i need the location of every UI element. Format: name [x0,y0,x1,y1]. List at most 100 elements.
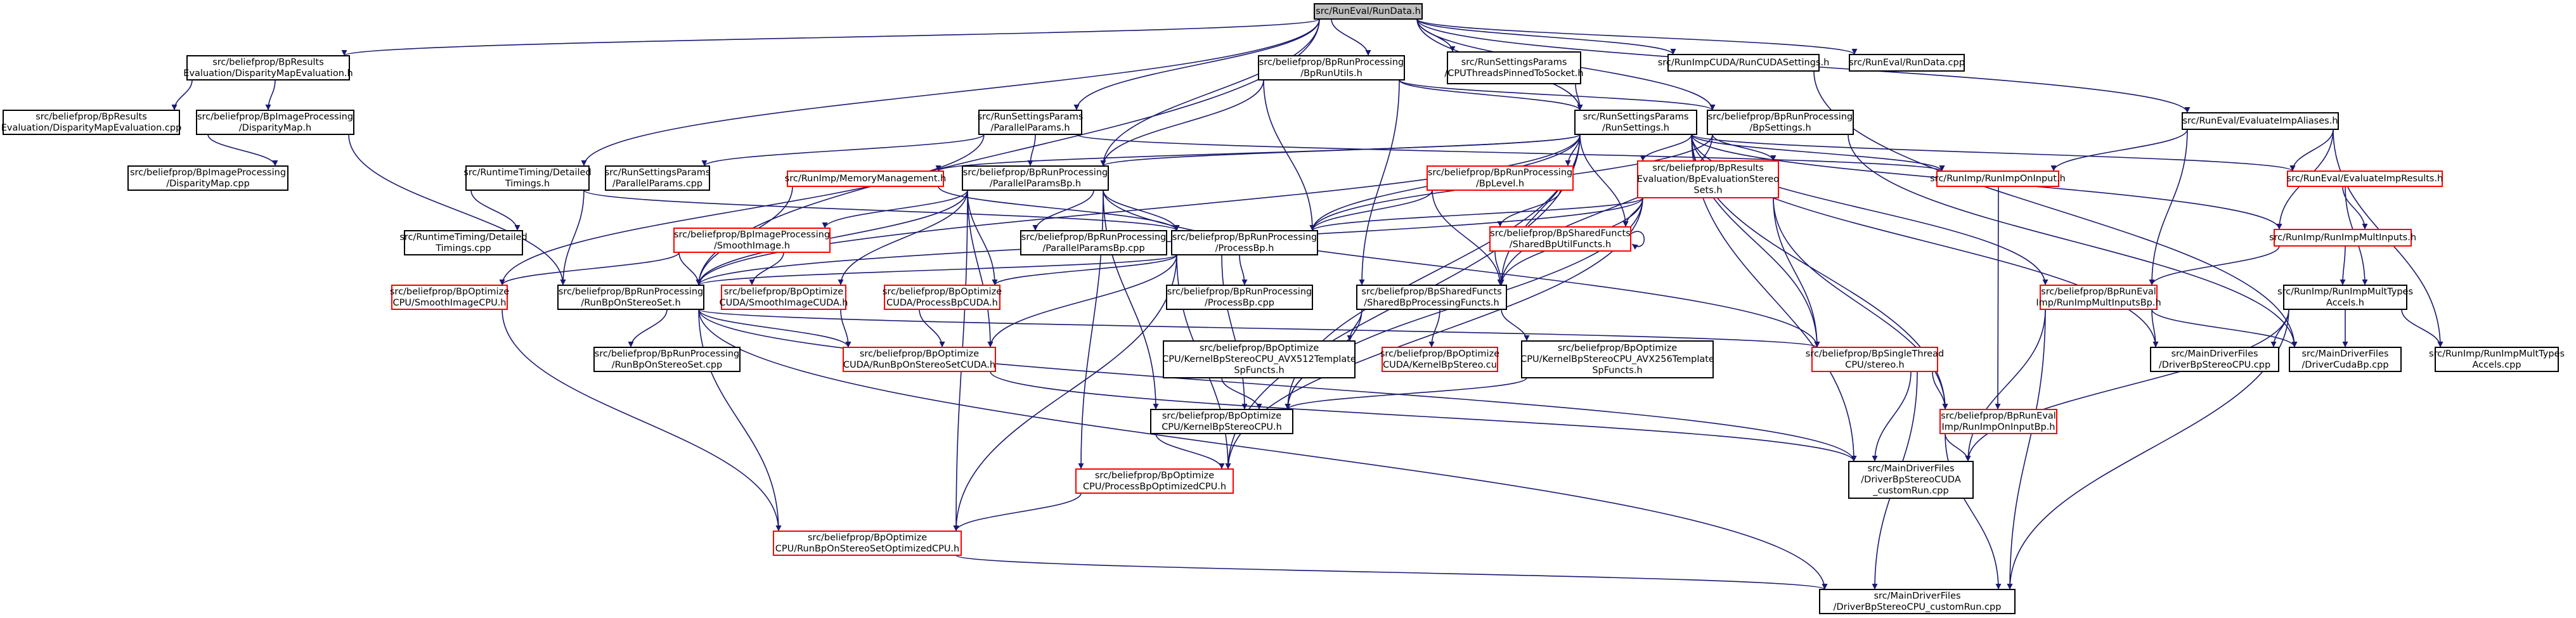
node-label-line: /RunBpOnStereoSet.cpp [612,360,723,370]
node-label-line: Imp/RunImpOnInputBp.h [1942,422,2055,432]
node-main_driver_cuda_cpp[interactable]: src/MainDriverFiles/DriverCudaBp.cpp [2289,347,2402,372]
edge-runset_parallel_h-to-runimp_input_h [1076,134,1945,172]
edge-bpshared_util_h-to-bpshared_util_h [1630,231,1645,250]
node-bpimg_disp_cpp[interactable]: src/beliefprop/BpImageProcessing/Dispari… [127,165,288,191]
node-bpres_stereo_h[interactable]: src/beliefprop/BpResultsEvaluation/BpEva… [1637,160,1779,198]
node-box [391,285,508,310]
node-bprunproc_onstereo_cpp[interactable]: src/beliefprop/BpRunProcessing/RunBpOnSt… [593,347,741,372]
node-box [196,110,354,135]
node-label-line: src/beliefprop/BpImageProcessing [674,229,830,240]
node-box [1939,409,2057,434]
node-bprunproc_onstereo_h[interactable]: src/beliefprop/BpRunProcessing/RunBpOnSt… [557,285,704,310]
node-runimp_multinputs_h[interactable]: src/RunImp/RunImpMultInputs.h [2269,229,2416,247]
edge-bprunimp_multinputsbp_h-to-main_driver_cuda_custom_cpp [1965,309,2046,462]
node-box [2289,347,2402,372]
node-runset_runsettings_h[interactable]: src/RunSettingsParams/RunSettings.h [1574,110,1697,135]
node-box [1848,461,1974,499]
edge-runimp_multtypes_h-to-runimp_multtypes_cpp [2401,309,2443,348]
node-bpshared_processing_h[interactable]: src/beliefprop/BpSharedFuncts/SharedBpPr… [1356,285,1507,310]
node-root[interactable]: src/RunEval/RunData.h [1314,3,1423,20]
node-box [2040,285,2158,310]
node-label-line: /RunBpOnStereoSet.h [581,298,680,308]
node-runimp_memory_h[interactable]: src/RunImp/MemoryManagement.h [785,171,947,187]
node-bpopt_smooth_cpu_h[interactable]: src/beliefprop/BpOptimizeCPU/SmoothImage… [390,285,509,310]
node-bprunproc_parallel_cpp[interactable]: src/beliefprop/BpRunProcessing/ParallelP… [1020,230,1167,255]
edge-runimp_multinputs_h-to-runimp_multtypes_h [2340,245,2346,286]
node-bpres_disp_cpp[interactable]: src/beliefprop/BpResultsEvaluation/Dispa… [1,110,182,135]
edge-root-to-runtime_detailed_h [581,18,1320,167]
edge-bpimg_smooth_h-to-bpopt_smooth_cpu_h [499,252,680,286]
node-label-line: /DisparityMap.cpp [166,179,250,189]
node-bpopt_kernel_cu[interactable]: src/beliefprop/BpOptimizeCUDA/KernelBpSt… [1380,347,1499,372]
node-box [1075,468,1234,494]
edge-bpimg_disp_h-to-bprunproc_onstereo_h [348,134,566,286]
node-bprunimp_oninputbp_h[interactable]: src/beliefprop/BpRunEvalImp/RunImpOnInpu… [1939,409,2057,434]
node-bpopt_process_cuda_h[interactable]: src/beliefprop/BpOptimizeCUDA/ProcessBpC… [883,285,1002,310]
edge-runimp_multinputs_h-to-bprunimp_multinputsbp_h [2149,245,2280,286]
node-main_driver_cpu_custom_cpp[interactable]: src/MainDriverFiles/DriverBpStereoCPU_cu… [1819,589,2016,614]
node-bprunproc_parallel_h[interactable]: src/beliefprop/BpRunProcessing/ParallelP… [962,165,1109,191]
node-bprunproc_processbp_h[interactable]: src/beliefprop/BpRunProcessing/ProcessBp… [1171,230,1318,255]
node-label-line: src/beliefprop/BpOptimize [860,349,979,359]
edge-root-to-rundata_cpp [1416,18,1858,55]
node-bpopt_kernel_cpu_h[interactable]: src/beliefprop/BpOptimizeCPU/KernelBpSte… [1150,409,1293,434]
node-main_driver_cpu_cpp[interactable]: src/MainDriverFiles/DriverBpStereoCPU.cp… [2150,347,2279,372]
edge-root-to-runset_parallel_h [1073,18,1320,111]
node-bprunproc_processbp_cpp[interactable]: src/beliefprop/BpRunProcessing/ProcessBp… [1166,285,1313,310]
node-runeval_aliases_h[interactable]: src/RunEval/EvaluateImpAliases.h [2182,112,2339,130]
node-box [1811,347,1938,372]
node-label-line: /DriverBpStereoCUDA [1861,475,1961,485]
edge-bpopt_onstereo_opt_cpu_h-to-main_driver_cpu_custom_cpp [955,555,1827,590]
node-bprunproc_utils_h[interactable]: src/beliefprop/BpRunProcessing/BpRunUtil… [1258,55,1405,80]
node-bpopt_onstereo_opt_cpu_h[interactable]: src/beliefprop/BpOptimizeCPU/RunBpOnSter… [773,531,962,556]
node-box [404,230,523,255]
edge-bpimg_smooth_h-to-bprunproc_onstereo_h [678,252,702,286]
node-label-line: CPU/RunBpOnStereoSetOptimizedCPU.h [775,544,959,554]
node-bprunproc_bplevel_h[interactable]: src/beliefprop/BpRunProcessing/BpLevel.h [1427,165,1574,191]
node-bpopt_kernel_avx512_h[interactable]: src/beliefprop/BpOptimizeCPU/KernelBpSte… [1162,340,1356,378]
node-label-line: src/beliefprop/BpRunProcessing [559,286,703,297]
node-bpopt_process_opt_cpu_h[interactable]: src/beliefprop/BpOptimizeCPU/ProcessBpOp… [1075,468,1234,494]
edge-bpres_disp_h-to-bpimg_disp_h [265,79,276,111]
node-label-line: Evaluation/DisparityMapEvaluation.h [183,68,353,79]
edge-root-to-bprunproc_utils_h [1331,18,1371,56]
node-bprunimp_multinputsbp_h[interactable]: src/beliefprop/BpRunEvalImp/RunImpMultIn… [2036,285,2161,310]
node-label-line: src/MainDriverFiles [1874,591,1960,601]
node-box [2182,112,2339,130]
node-bpsingle_stereo_h[interactable]: src/beliefprop/BpSingleThreadCPU/stereo.… [1806,347,1945,372]
node-main_driver_cuda_custom_cpp[interactable]: src/MainDriverFiles/DriverBpStereoCUDA_c… [1848,461,1974,499]
node-bpres_disp_h[interactable]: src/beliefprop/BpResultsEvaluation/Dispa… [183,55,353,80]
node-bpimg_disp_h[interactable]: src/beliefprop/BpImageProcessing/Dispari… [196,110,354,135]
node-runimp_input_h[interactable]: src/RunImp/RunImpOnInput.h [1930,171,2066,187]
node-bprunproc_bpsettings_h[interactable]: src/beliefprop/BpRunProcessing/BpSetting… [1707,110,1854,135]
edge-bprunproc_utils_h-to-bprunproc_processbp_h [1263,79,1316,231]
node-label-line: src/RunImp/MemoryManagement.h [785,174,947,184]
node-bpopt_onstereo_cuda_h[interactable]: src/beliefprop/BpOptimizeCUDA/RunBpOnSte… [843,347,996,372]
node-label-line: CUDA/SmoothImageCUDA.h [720,298,848,308]
node-runset_threads_h[interactable]: src/RunSettingsParams/CPUThreadsPinnedTo… [1444,51,1584,84]
node-bpopt_smooth_cuda_h[interactable]: src/beliefprop/BpOptimizeCUDA/SmoothImag… [720,285,848,310]
node-label-line: src/RuntimeTiming/Detailed [399,232,527,242]
node-bpshared_util_h[interactable]: src/beliefprop/BpSharedFuncts/SharedBpUt… [1489,226,1631,252]
node-runeval_results_h[interactable]: src/RunEval/EvaluateImpResults.h [2287,171,2443,187]
node-label-line: src/beliefprop/BpOptimize [390,286,509,297]
edge-runtime_detailed_h-to-bprunproc_processbp_h [583,190,1180,231]
node-label-line: CPU/SmoothImageCPU.h [392,298,506,308]
node-bpopt_kernel_avx256_h[interactable]: src/beliefprop/BpOptimizeCPU/KernelBpSte… [1520,340,1714,378]
node-runset_parallel_h[interactable]: src/RunSettingsParams/ParallelParams.h [978,110,1084,135]
node-runset_parallel_cpp[interactable]: src/RunSettingsParams/ParallelParams.cpp [605,165,711,191]
edge-bpopt_onstereo_cuda_h-to-main_driver_cuda_custom_cpp [990,371,1857,462]
edge-runeval_aliases_h-to-runeval_results_h [2289,129,2334,172]
edge-runset_parallel_h-to-bpopt_smooth_cpu_h [499,134,985,286]
node-bpimg_smooth_h[interactable]: src/beliefprop/BpImageProcessing/SmoothI… [673,228,831,253]
node-runimpcuda_h[interactable]: src/RunImpCUDA/RunCUDASettings.h [1658,54,1830,72]
node-box [843,347,996,372]
edge-bprunproc_processbp_h-to-bpopt_onstereo_cuda_h [987,254,1177,348]
node-label-line: SpFuncts.h [1234,366,1284,376]
node-rundata_cpp[interactable]: src/RunEval/RunData.cpp [1849,54,1965,72]
edge-bprunproc_bpsettings_h-to-bpshared_processing_h [1498,134,1713,286]
